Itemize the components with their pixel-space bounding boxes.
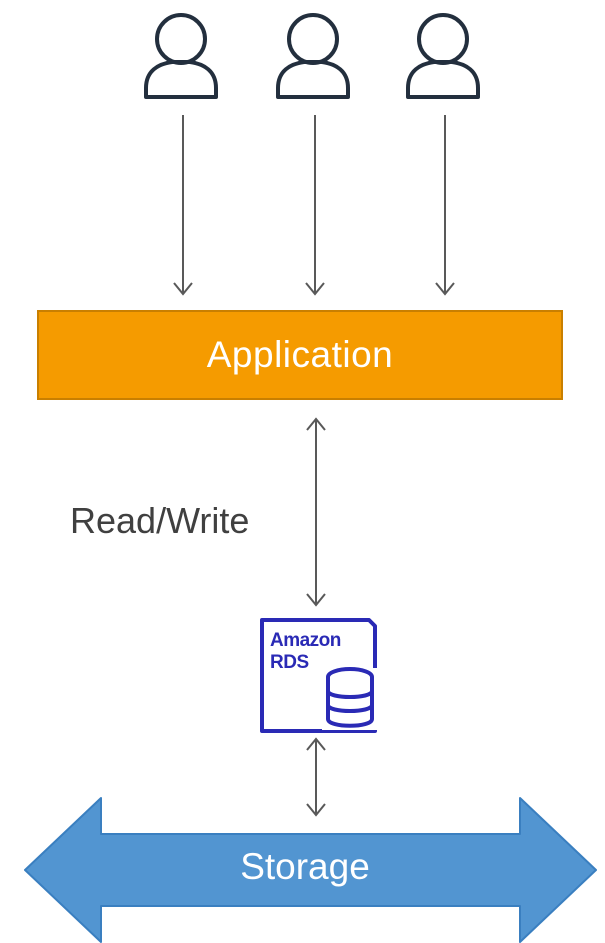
application-box: Application (37, 310, 563, 400)
amazon-rds-icon (260, 618, 378, 733)
rds-label-line-1: Amazon (270, 630, 341, 651)
user-icon (406, 13, 480, 99)
user-to-application-arrow (305, 115, 325, 296)
read-write-label: Read/Write (70, 500, 250, 541)
storage-label: Storage (240, 846, 370, 887)
read-write-arrow (306, 417, 326, 607)
application-label: Application (206, 334, 394, 375)
user-to-application-arrow (435, 115, 455, 296)
user-to-application-arrow (173, 115, 193, 296)
user-icon (144, 13, 218, 99)
storage-double-arrow (24, 797, 597, 943)
amazon-rds-label: Amazon RDS (270, 630, 370, 674)
user-icon (276, 13, 350, 99)
rds-storage-arrow (306, 737, 326, 817)
rds-label-line-2: RDS (270, 652, 309, 673)
